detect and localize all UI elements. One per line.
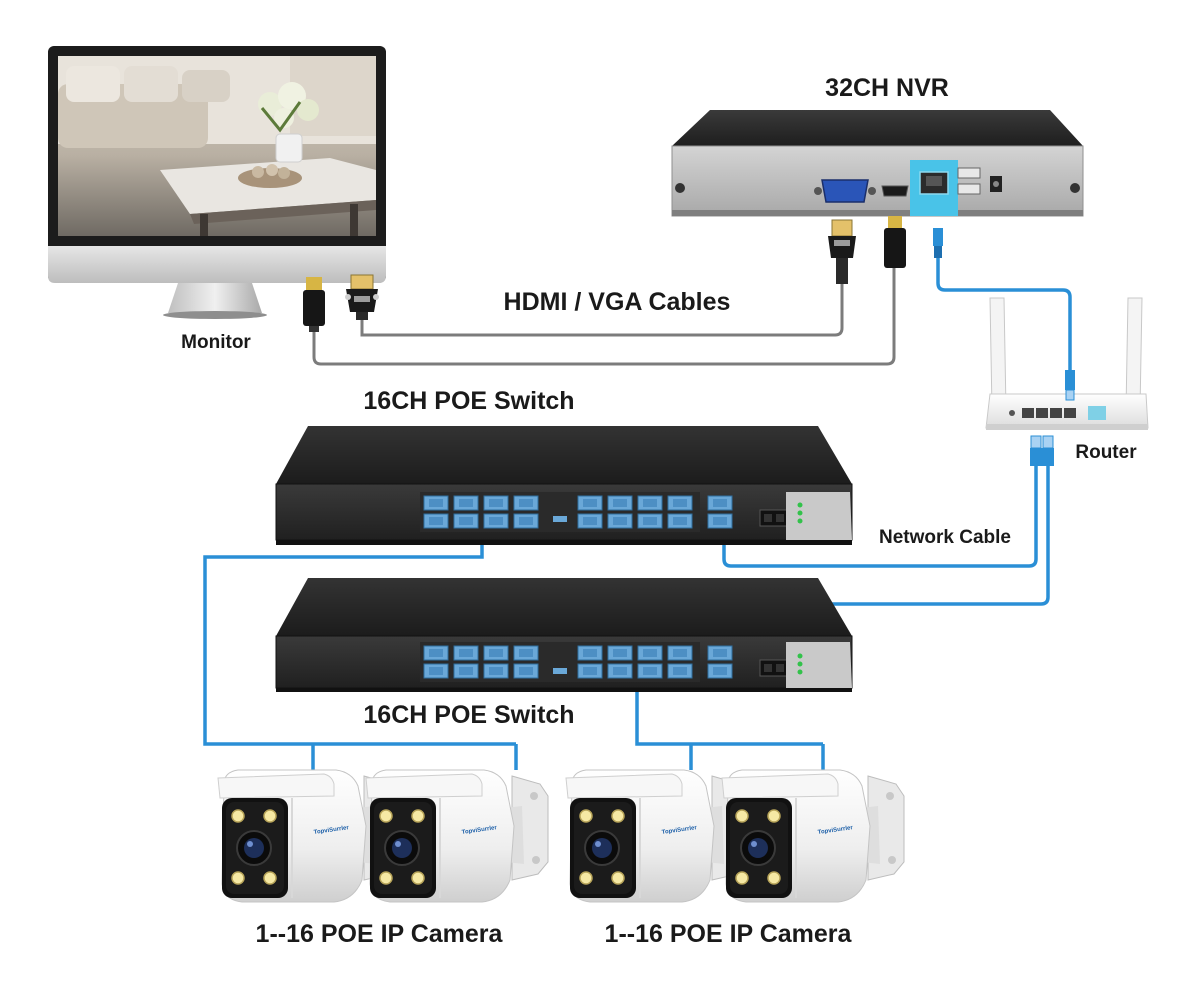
- switch-bottom-label: 16CH POE Switch: [363, 701, 574, 729]
- router-top-switch-cable: [722, 465, 1038, 568]
- rj45-plug-nvr-icon: [933, 228, 943, 258]
- nvr-icon: [671, 110, 1084, 217]
- bullet-camera-icon: [365, 769, 549, 903]
- bullet-camera-icon: [721, 769, 905, 903]
- camera-left-label: 1--16 POE IP Camera: [256, 920, 504, 948]
- hdmi-plug-monitor-icon: [303, 277, 325, 332]
- hdmi-vga-label: HDMI / VGA Cables: [504, 288, 731, 316]
- poe-switch-top-icon: [275, 426, 853, 545]
- hdmi-plug-nvr-icon: [884, 216, 906, 268]
- nvr-router-cable: [936, 258, 1072, 372]
- camera-right-label: 1--16 POE IP Camera: [605, 920, 853, 948]
- vga-cable: [360, 284, 844, 337]
- router-label: Router: [1075, 442, 1137, 463]
- monitor-icon: [48, 46, 386, 319]
- poe-switch-bottom-icon: [275, 578, 853, 692]
- bullet-camera-icon: [565, 769, 749, 903]
- rj45-plug-router-lan-icon: [1030, 435, 1054, 466]
- bottom-switch-camera-cable: [635, 690, 823, 746]
- rj45-plug-router-wan-icon: [1065, 370, 1075, 401]
- router-icon: [985, 297, 1149, 430]
- hdmi-cable: [312, 268, 896, 366]
- nvr-label: 32CH NVR: [825, 74, 949, 102]
- vga-plug-nvr-icon: [828, 219, 856, 284]
- switch-top-label: 16CH POE Switch: [363, 387, 574, 415]
- monitor-label: Monitor: [181, 332, 251, 353]
- vga-plug-monitor-icon: [345, 274, 379, 320]
- network-cable-label: Network Cable: [879, 527, 1011, 548]
- top-switch-camera-cable: [203, 542, 516, 746]
